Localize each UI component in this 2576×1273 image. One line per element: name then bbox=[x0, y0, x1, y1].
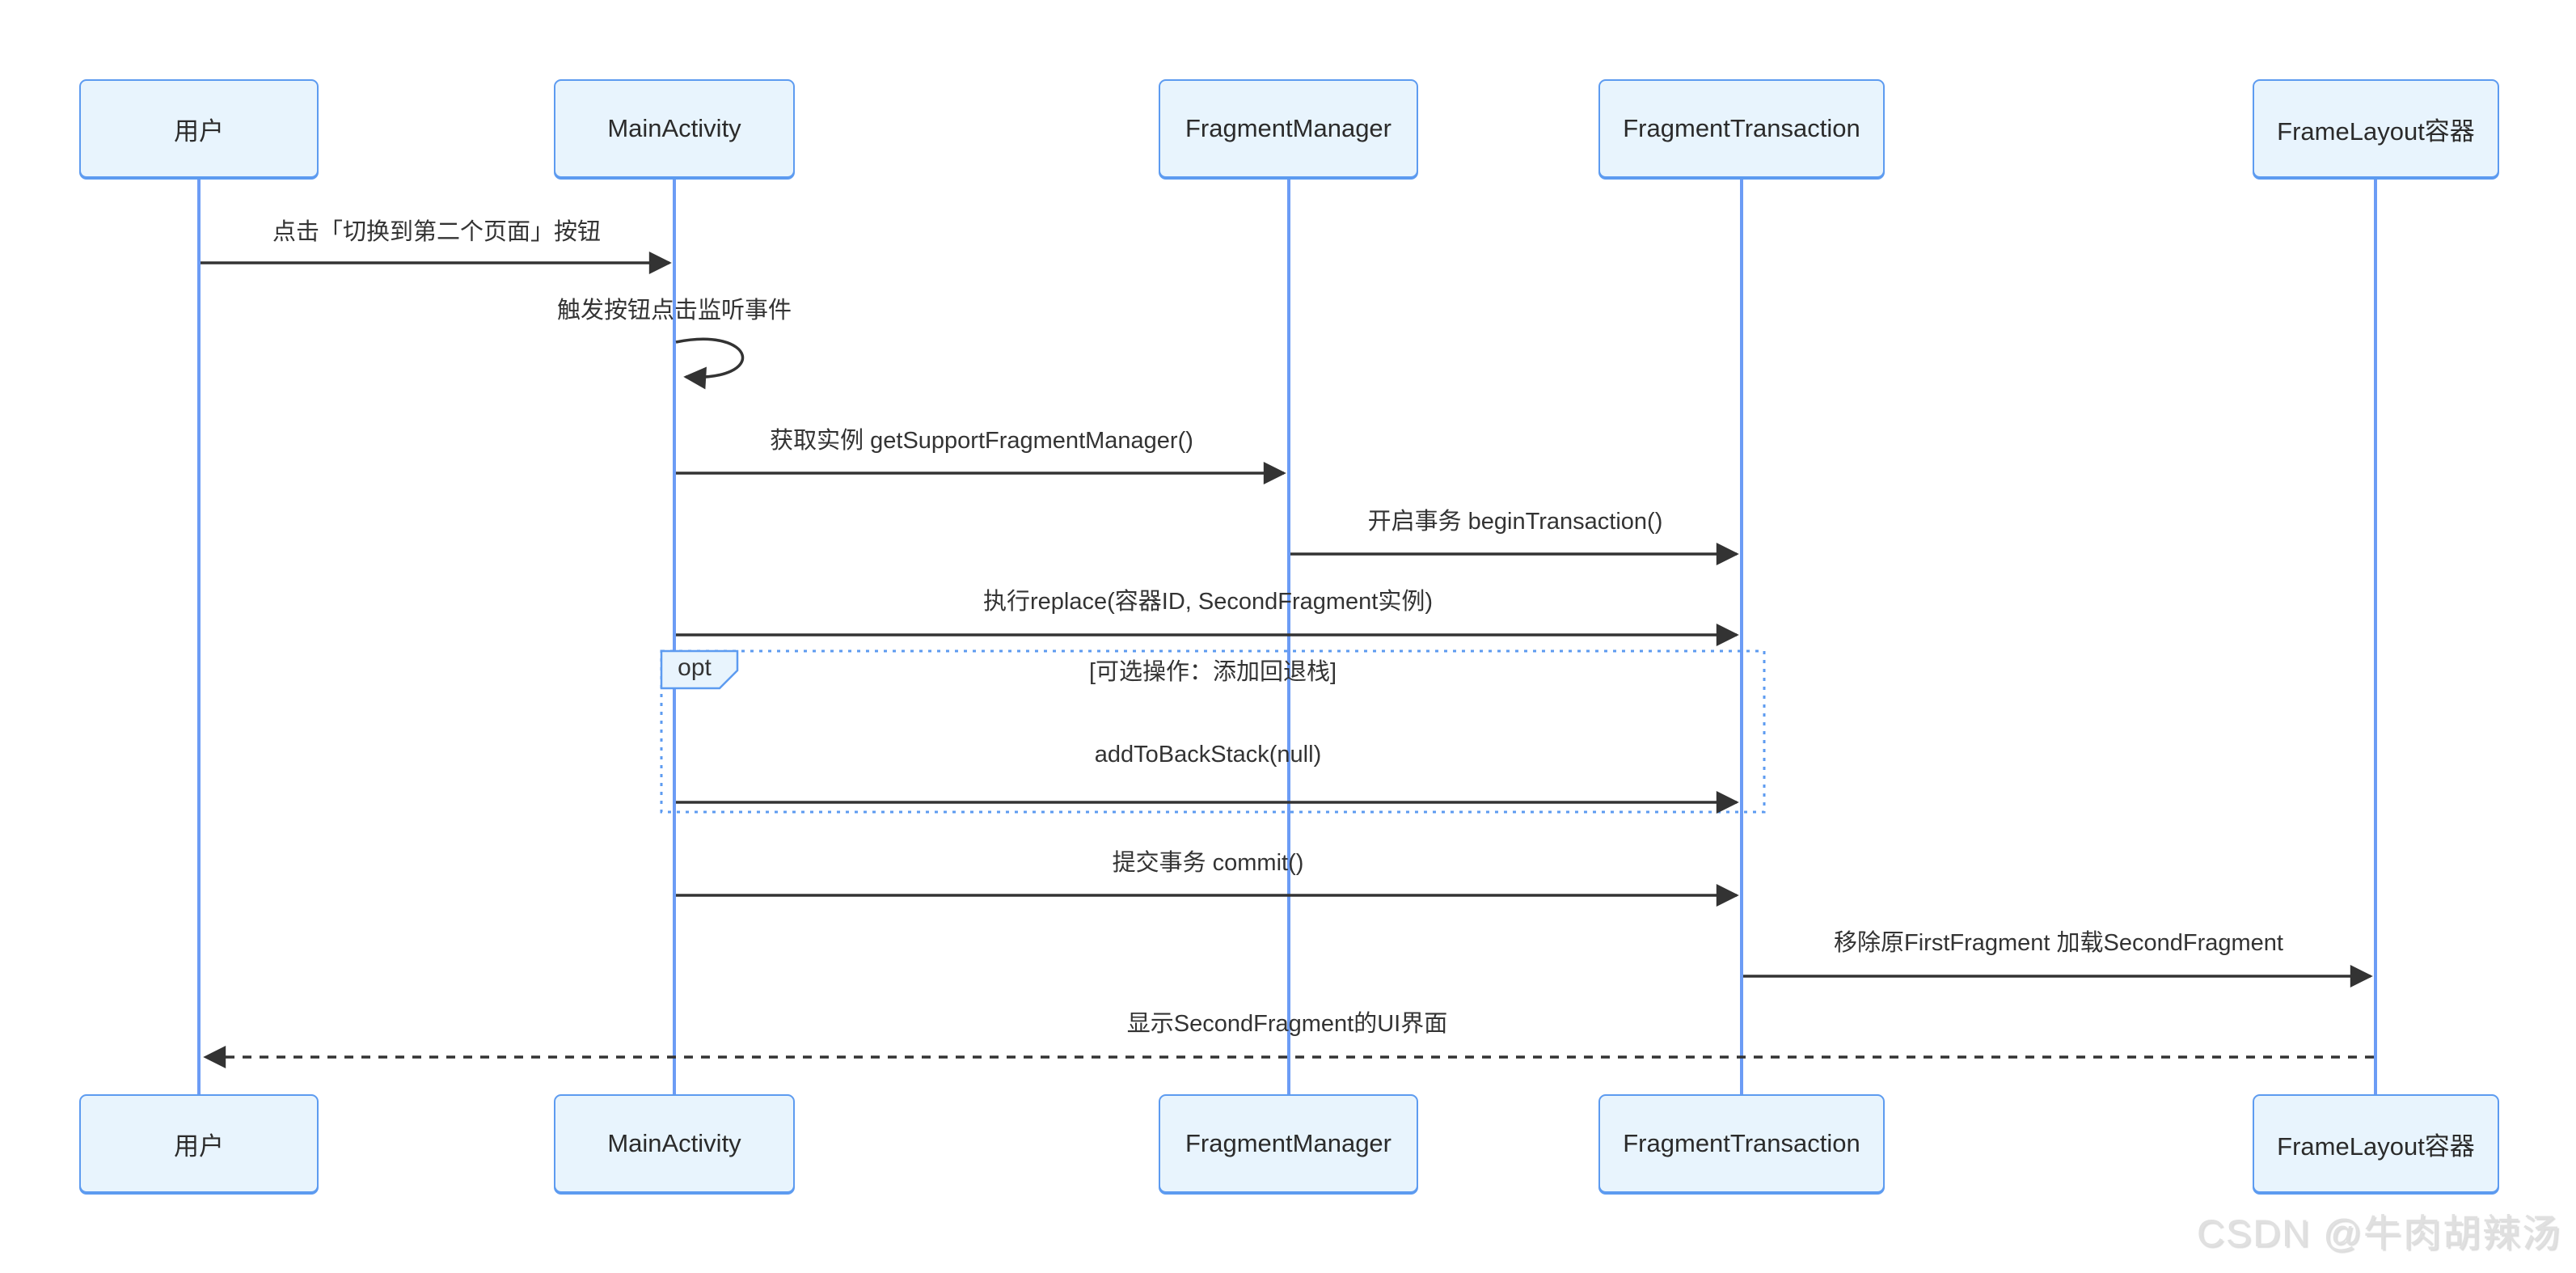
actor-top-fragmentmanager: FragmentManager bbox=[1159, 79, 1418, 178]
opt-fragment-border bbox=[660, 649, 1766, 814]
actor-label: MainActivity bbox=[607, 1129, 741, 1157]
actor-bottom-framelayout: FrameLayout容器 bbox=[2253, 1094, 2499, 1193]
arrow-self-loop bbox=[675, 337, 745, 390]
actor-label: FragmentManager bbox=[1185, 114, 1391, 142]
actor-label: MainActivity bbox=[607, 114, 741, 142]
message-commit: 提交事务 commit() bbox=[1112, 850, 1304, 876]
message-show-ui-return: 显示SecondFragment的UI界面 bbox=[1126, 1011, 1448, 1037]
csdn-watermark: CSDN @牛肉胡辣汤 bbox=[2197, 1212, 2561, 1254]
actor-bottom-fragmentmanager: FragmentManager bbox=[1159, 1094, 1418, 1193]
actor-bottom-user: 用户 bbox=[79, 1094, 319, 1193]
actor-label: 用户 bbox=[174, 1131, 224, 1161]
actor-top-framelayout: FrameLayout容器 bbox=[2253, 79, 2499, 178]
actor-bottom-fragmenttransaction: FragmentTransaction bbox=[1598, 1094, 1885, 1193]
actor-bottom-mainactivity: MainActivity bbox=[554, 1094, 795, 1193]
actor-label: FrameLayout容器 bbox=[2277, 116, 2475, 146]
opt-fragment-title: [可选操作：添加回退栈] bbox=[1088, 659, 1337, 685]
message-begin-transaction: 开启事务 beginTransaction() bbox=[1367, 509, 1663, 535]
actor-top-fragmenttransaction: FragmentTransaction bbox=[1598, 79, 1885, 178]
opt-fragment-tab bbox=[660, 649, 739, 690]
message-get-fragmentmanager: 获取实例 getSupportFragmentManager() bbox=[770, 428, 1193, 454]
actor-label: FrameLayout容器 bbox=[2277, 1131, 2475, 1161]
message-click-button: 点击「切换到第二个页面」按钮 bbox=[272, 219, 601, 245]
opt-fragment-keyword: opt bbox=[678, 654, 712, 681]
actor-top-mainactivity: MainActivity bbox=[554, 79, 795, 178]
message-replace: 执行replace(容器ID, SecondFragment实例) bbox=[983, 589, 1433, 615]
actor-label: FragmentTransaction bbox=[1623, 1129, 1860, 1157]
actor-label: 用户 bbox=[174, 116, 224, 146]
actor-top-user: 用户 bbox=[79, 79, 319, 178]
message-load-secondfragment: 移除原FirstFragment 加载SecondFragment bbox=[1834, 930, 2283, 956]
message-self-loop: 触发按钮点击监听事件 bbox=[556, 298, 792, 324]
actor-label: FragmentTransaction bbox=[1623, 114, 1860, 142]
actor-label: FragmentManager bbox=[1185, 1129, 1391, 1157]
message-addtobackstack: addToBackStack(null) bbox=[1094, 742, 1322, 768]
